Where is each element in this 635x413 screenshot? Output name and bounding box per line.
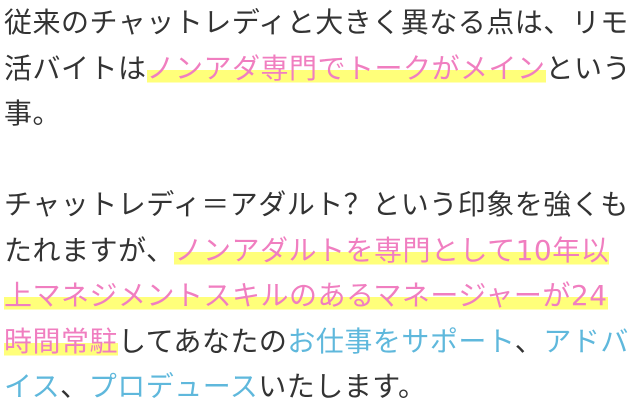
highlight-non-adult-talk: ノンアダ専門でトークがメイン — [146, 51, 546, 85]
text-segment: してあなたの — [118, 324, 288, 358]
paragraph-support: チャットレディ＝アダルト？という印象を強くもたれますが、ノンアダルトを専門として… — [4, 182, 634, 410]
text-segment: 、 — [60, 370, 89, 403]
text-segment: 従来のチャットレディと大きく異なる点は、リモ活バイトは — [4, 6, 629, 85]
text-segment: いたします。 — [258, 370, 427, 403]
emphasis-work-support: お仕事をサポート — [287, 324, 515, 358]
paragraph-difference: 従来のチャットレディと大きく異なる点は、リモ活バイトはノンアダ専門でトークがメイ… — [4, 0, 634, 137]
emphasis-produce: プロデュース — [88, 370, 259, 403]
text-segment: チャットレディ＝アダルト？という印象を強くもたれますが、 — [4, 188, 629, 267]
text-segment: 、 — [514, 324, 544, 358]
emphasis-advice: アドバイス — [4, 324, 629, 404]
text-segment: という事。 — [4, 51, 632, 131]
